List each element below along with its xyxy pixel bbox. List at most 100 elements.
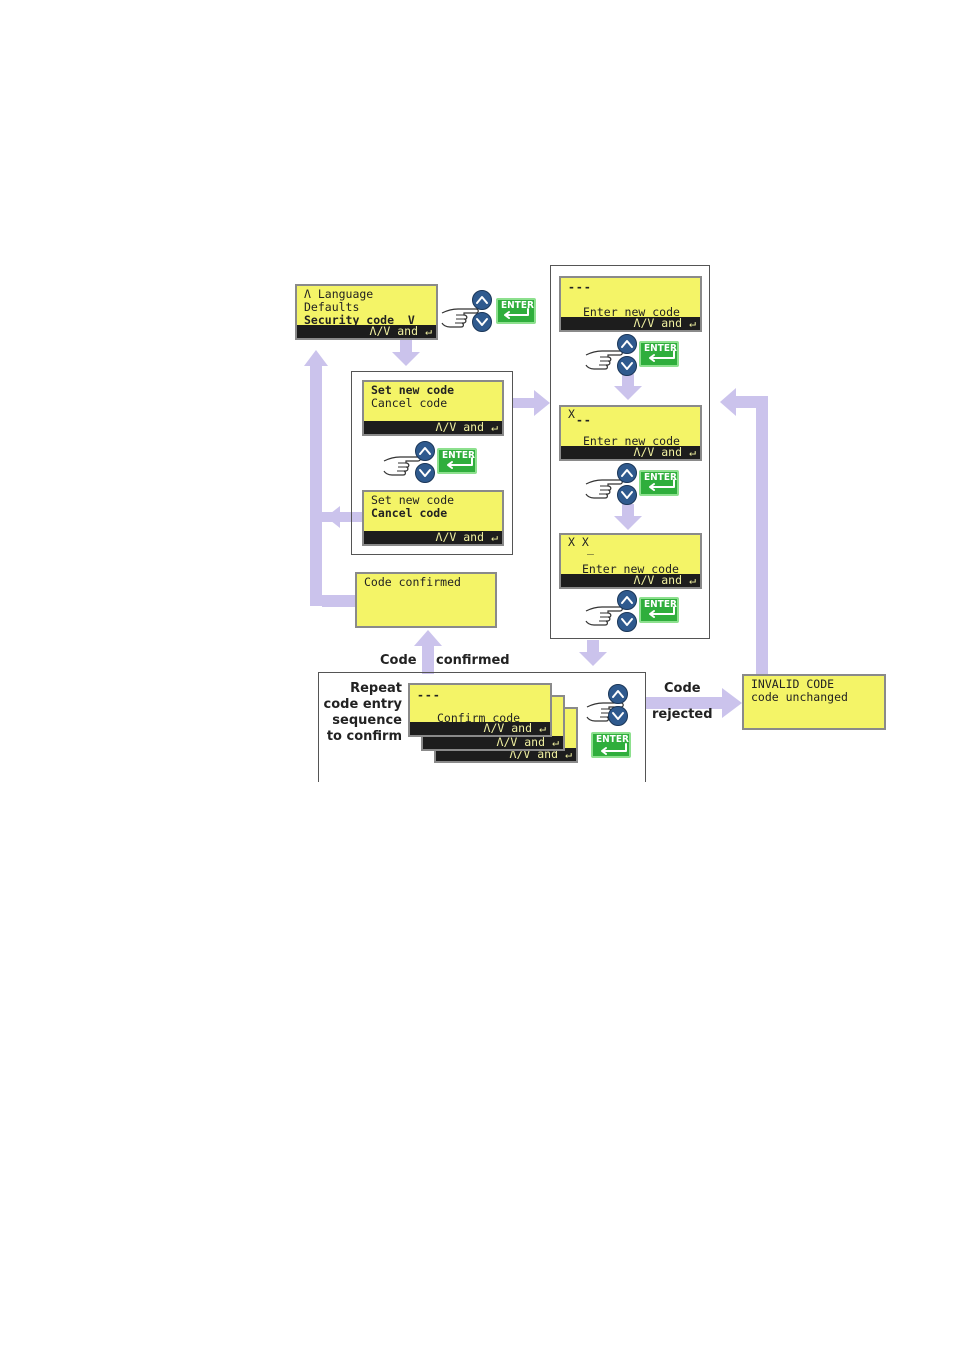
arrow-menu-to-setnew: [392, 340, 420, 366]
return-icon: ↵: [491, 420, 498, 434]
menu-security-code: Security code V: [304, 313, 415, 327]
bar-text: Λ/V and: [435, 530, 484, 544]
lcd-bar: Λ/V and ↵: [561, 446, 700, 459]
lcd-bar: Λ/V and ↵: [364, 531, 502, 544]
lcd-entry-1: --- Enter new code Λ/V and ↵: [559, 276, 702, 332]
enter-label: ENTER: [442, 450, 475, 461]
setnew-frame: [351, 371, 513, 555]
label-repeat-sequence: Repeat code entry sequence to confirm: [323, 681, 402, 744]
enter-new-code-text: Enter new code: [583, 434, 680, 448]
return-icon: ↵: [491, 530, 498, 544]
enter-label: ENTER: [644, 343, 677, 354]
enter-new-code-text: Enter new code: [582, 562, 679, 576]
down-arrow-button[interactable]: [472, 312, 492, 332]
bar-text: Λ/V and: [633, 316, 682, 330]
lcd-menu: Λ Language Defaults Security code V Λ/V …: [295, 284, 438, 340]
lcd-bar: Λ/V and ↵: [561, 574, 700, 587]
return-icon: ↵: [539, 721, 546, 735]
up-arrow-button[interactable]: [608, 684, 628, 704]
label-code-rejected-1: Code: [664, 681, 701, 696]
enter-button[interactable]: ENTER: [639, 470, 679, 496]
lcd-invalid-code: INVALID CODE code unchanged: [742, 674, 886, 730]
arrow-return-head: [304, 350, 328, 366]
entry-digit-remaining: _: [587, 541, 594, 555]
bar-text: Λ/V and: [369, 324, 418, 338]
code-unchanged-text: code unchanged: [751, 690, 848, 704]
entry-digits: ---: [568, 280, 592, 294]
set-new-code-item: Set new code: [371, 383, 455, 397]
down-arrow-button[interactable]: [617, 356, 637, 376]
enter-label: ENTER: [644, 472, 677, 483]
bar-text: Λ/V and: [633, 445, 682, 459]
lcd-bar: Λ/V and ↵: [364, 421, 502, 434]
enter-label: ENTER: [644, 599, 677, 610]
lcd-entry-2: X -- Enter new code Λ/V and ↵: [559, 405, 702, 461]
lcd-confirm-code: --- Confirm code Λ/V and ↵: [408, 683, 552, 737]
lcd-bar: Λ/V and ↵: [410, 722, 550, 735]
return-icon: ↵: [689, 573, 696, 587]
down-arrow-button[interactable]: [608, 706, 628, 726]
lcd-entry-3: X X _ Enter new code Λ/V and ↵: [559, 533, 702, 589]
up-arrow-button[interactable]: [617, 463, 637, 483]
down-arrow-button[interactable]: [415, 463, 435, 483]
label-code: Code: [380, 653, 417, 668]
entry-digits-remaining: --: [576, 413, 592, 427]
bar-text: Λ/V and: [496, 735, 545, 749]
enter-label: ENTER: [501, 300, 534, 311]
return-icon: ↵: [425, 324, 432, 338]
lcd-cancel-code: Set new code Cancel code Λ/V and ↵: [362, 490, 504, 546]
bar-text: Λ/V and: [633, 573, 682, 587]
enter-button[interactable]: ENTER: [496, 298, 536, 324]
down-arrow-button[interactable]: [617, 612, 637, 632]
arrow-return-vertical: [310, 362, 322, 606]
arrow-entry2-down: [614, 504, 642, 530]
confirm-code-text: Confirm code: [437, 711, 521, 725]
enter-button[interactable]: ENTER: [639, 597, 679, 623]
arrow-confirmed-up: [422, 642, 434, 674]
return-icon: ↵: [689, 445, 696, 459]
label-code-rejected-2: rejected: [652, 707, 713, 722]
up-arrow-button[interactable]: [415, 441, 435, 461]
confirm-digits: ---: [417, 688, 441, 702]
return-icon: ↵: [565, 747, 572, 761]
lcd-bar: Λ/V and ↵: [561, 317, 700, 330]
menu-defaults: Defaults: [304, 300, 360, 314]
down-arrow-button[interactable]: [617, 485, 637, 505]
arrow-invalid-up: [756, 402, 768, 674]
cancel-code-item: Cancel code: [371, 506, 448, 520]
return-icon: ↵: [552, 735, 559, 749]
entry-digits-xx: X X: [568, 535, 589, 549]
invalid-code-text: INVALID CODE: [751, 677, 835, 691]
up-arrow-button[interactable]: [472, 290, 492, 310]
return-icon: ↵: [689, 316, 696, 330]
confirm-frame: [318, 672, 646, 782]
arrow-entry1-down: [614, 374, 642, 400]
lcd-code-confirmed: Code confirmed: [355, 572, 497, 628]
enter-button[interactable]: ENTER: [591, 732, 631, 758]
arrow-setnew-right: [512, 398, 540, 408]
menu-language: Λ Language: [304, 287, 374, 301]
enter-label: ENTER: [596, 734, 629, 745]
entry-digit-x: X: [568, 407, 575, 421]
arrow-cancel-left: [322, 512, 362, 522]
cancel-code-item: Cancel code: [371, 396, 448, 410]
code-confirmed-text: Code confirmed: [364, 575, 461, 589]
lcd-bar: Λ/V and ↵: [423, 736, 563, 749]
arrow-confirmed-left: [322, 595, 356, 607]
up-arrow-button[interactable]: [617, 334, 637, 354]
bar-text: Λ/V and: [483, 721, 532, 735]
arrow-col-to-confirm: [579, 640, 607, 666]
set-new-code-item: Set new code: [371, 493, 455, 507]
arrow-rejected-right: [646, 697, 726, 709]
enter-button[interactable]: ENTER: [639, 341, 679, 367]
bar-text: Λ/V and: [435, 420, 484, 434]
lcd-set-new-code: Set new code Cancel code Λ/V and ↵: [362, 380, 504, 436]
label-confirmed: confirmed: [436, 653, 510, 668]
enter-button[interactable]: ENTER: [437, 448, 477, 474]
entry-frame: [550, 265, 710, 639]
enter-new-code-text: Enter new code: [583, 305, 680, 319]
up-arrow-button[interactable]: [617, 590, 637, 610]
lcd-menu-bar: Λ/V and ↵: [297, 325, 436, 338]
